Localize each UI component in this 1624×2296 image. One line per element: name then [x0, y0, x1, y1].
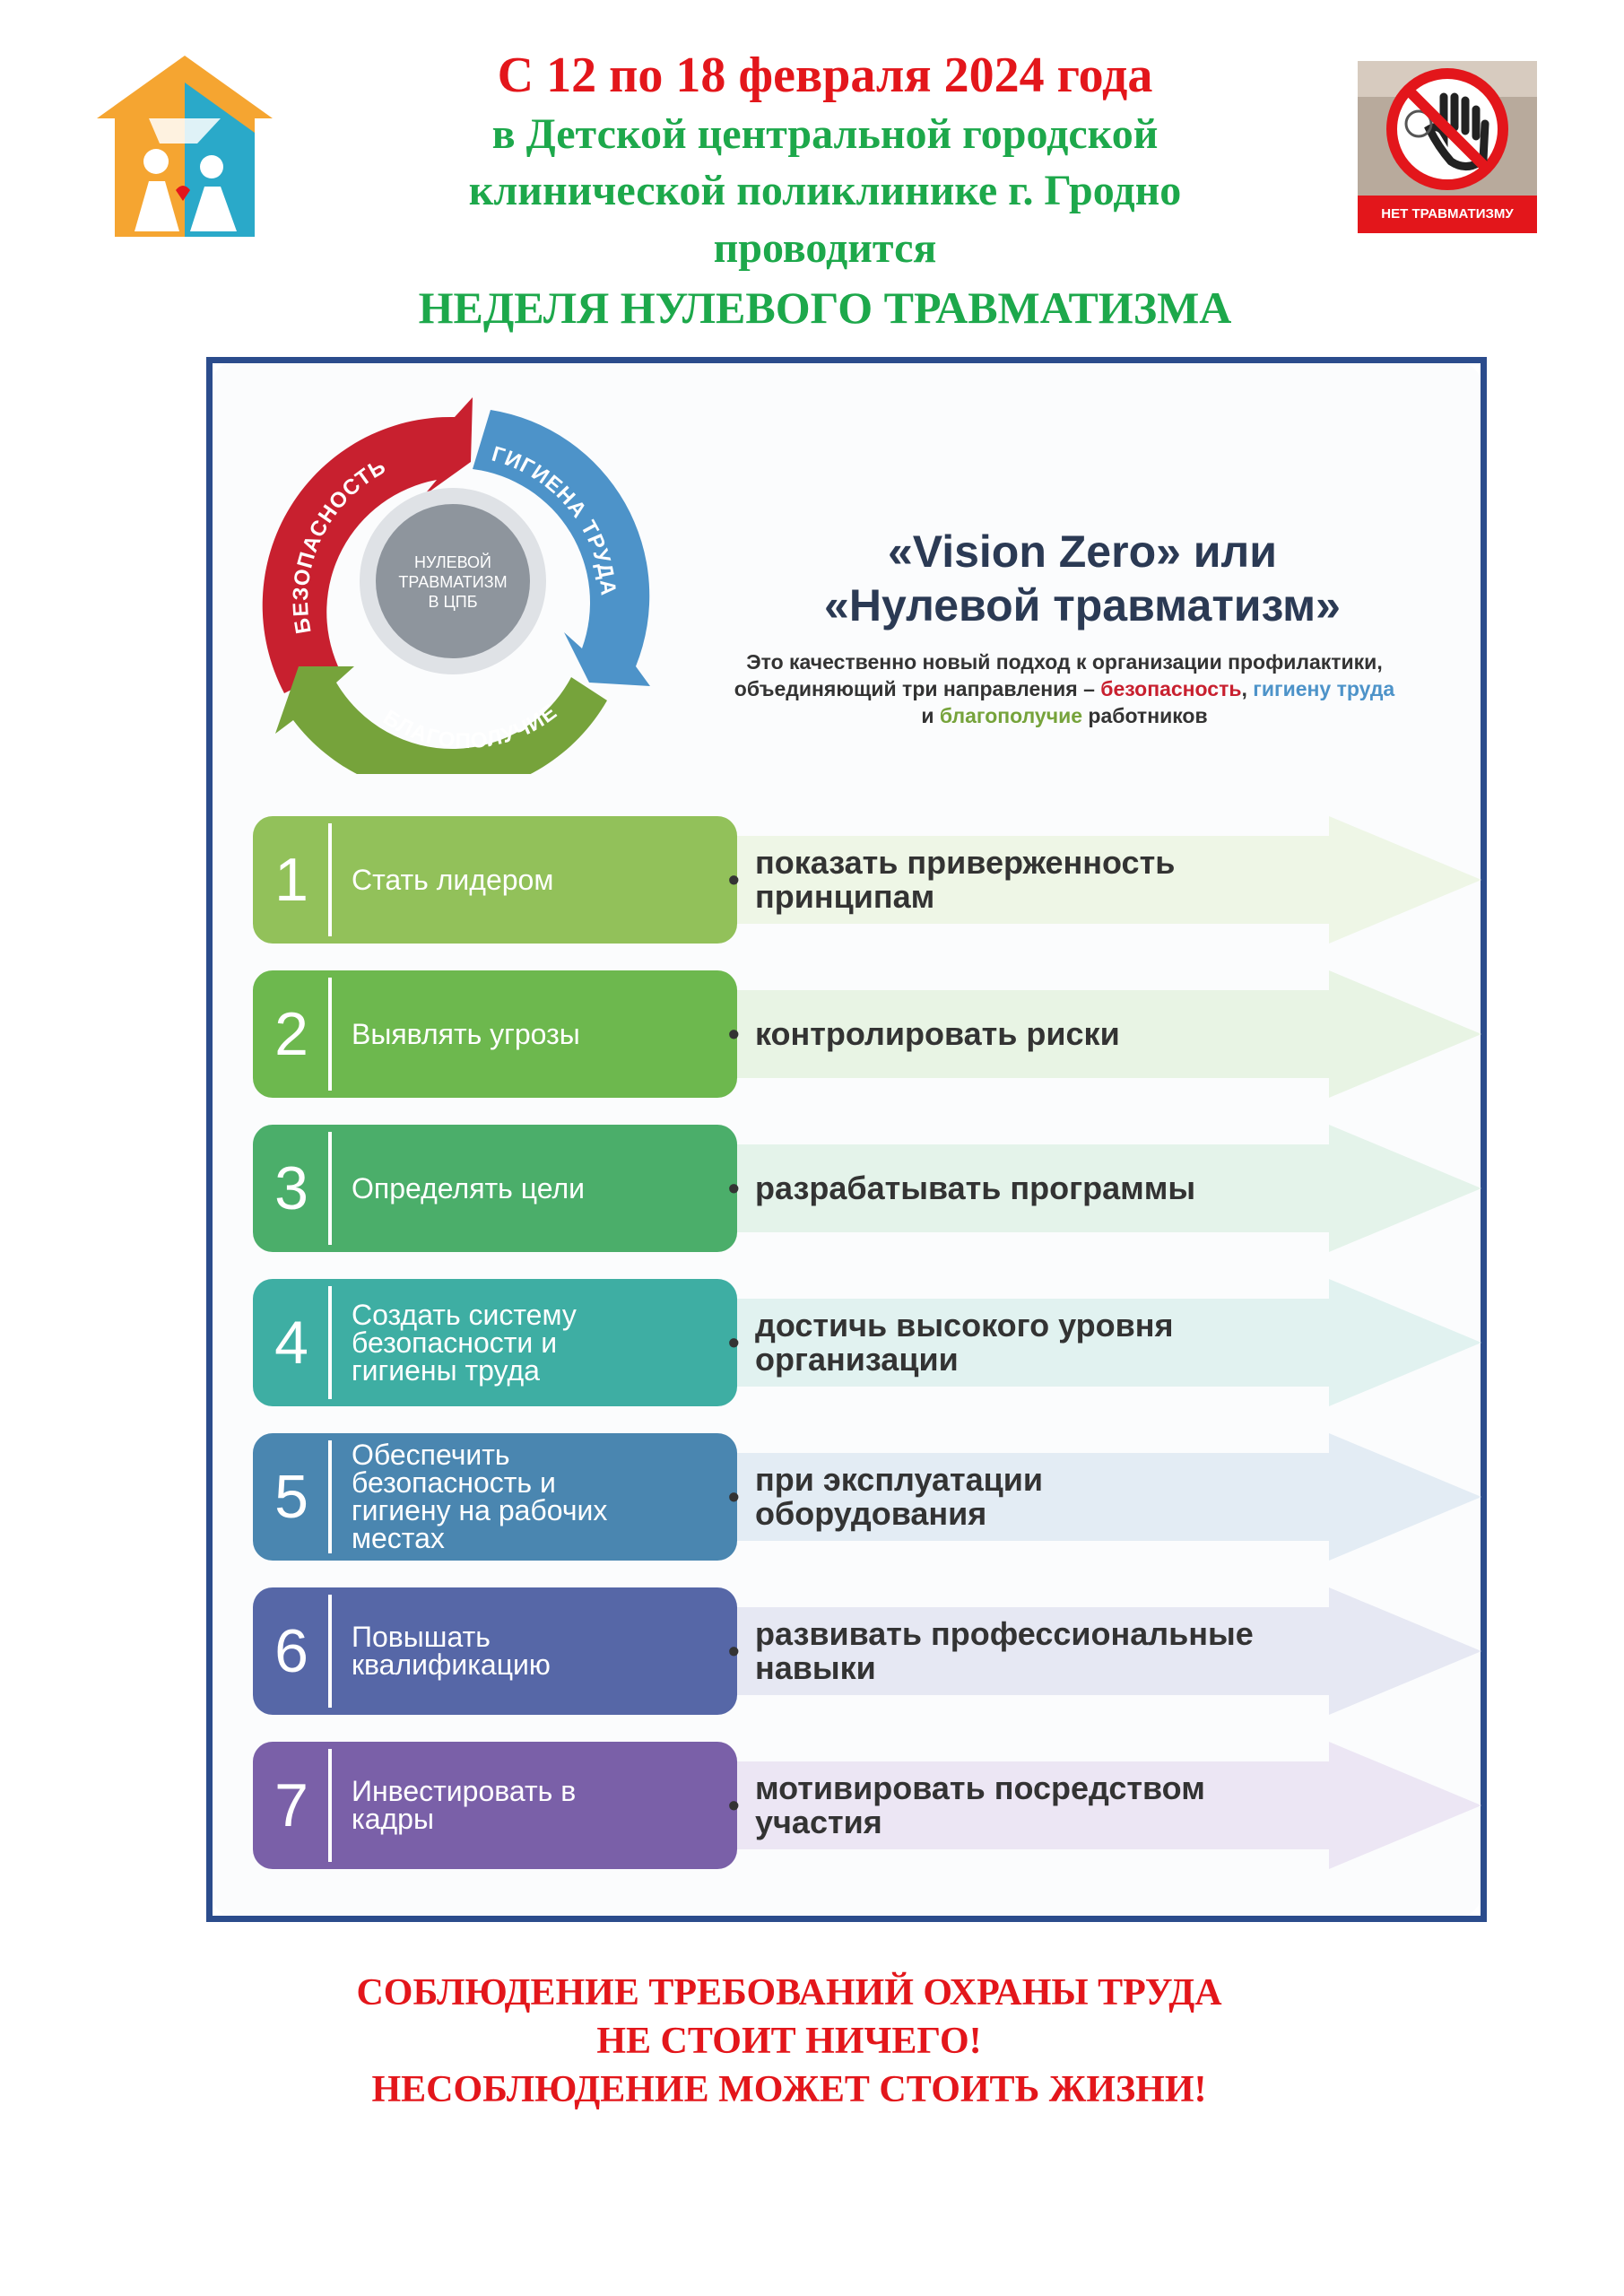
badge-text: НЕТ ТРАВМАТИЗМУ [1381, 206, 1514, 222]
step-row: 1 Стать лидером • показать приверженность п… [253, 816, 1481, 944]
step-number: 4 [274, 1309, 308, 1377]
step-divider [328, 1595, 332, 1708]
wellbeing-segment [275, 666, 607, 774]
vision-zero-title: «Vision Zero» или «Нулевой травматизм» [804, 525, 1360, 632]
center-line-2: ТРАВМАТИЗМ [398, 573, 507, 591]
step-action: • развивать профессиональные навыки [728, 1587, 1428, 1715]
step-action-text: развивать профессиональные навыки [755, 1615, 1254, 1686]
step-action-text: мотивировать посредством участия [755, 1770, 1205, 1840]
step-row: 4 Создать систему безопасности и гигиены … [253, 1279, 1481, 1406]
step-box: 2 Выявлять угрозы [253, 970, 737, 1098]
step-lead: Инвестировать в кадры [352, 1775, 577, 1835]
desc-line-3-end: работников [1082, 704, 1208, 727]
step-arrow [647, 1742, 1481, 1869]
step-number: 7 [274, 1771, 308, 1839]
step-arrow [647, 1125, 1481, 1252]
step-action-text: достичь высокого уровня организации [755, 1307, 1174, 1378]
step-arrow [647, 1433, 1481, 1561]
clinic-logo-icon [97, 56, 273, 237]
step-action: • мотивировать посредством участия [728, 1742, 1428, 1869]
step-number: 5 [274, 1463, 308, 1531]
desc-line-2-text: объединяющий три направления – [734, 677, 1101, 700]
step-action: • показать приверженность принципам [728, 816, 1428, 944]
header-line-4: проводится [713, 224, 937, 272]
step-action-text: контролировать риски [755, 1015, 1120, 1052]
step-arrow [647, 816, 1481, 944]
bullet-icon: • [728, 1170, 740, 1206]
step-action-text: при эксплуатации оборудования [755, 1461, 1044, 1532]
step-row: 5 Обеспечить безопасность и гигиену на ра… [253, 1433, 1481, 1561]
footer-line-2: НЕ СТОИТ НИЧЕГО! [596, 2021, 982, 2062]
step-action-text: показать приверженность принципам [755, 844, 1176, 915]
step-lead: Определять цели [352, 1171, 585, 1205]
bullet-icon: • [728, 1324, 740, 1361]
step-divider [328, 978, 332, 1091]
step-number: 2 [274, 1000, 308, 1068]
event-title: НЕДЕЛЯ НУЛЕВОГО ТРАВМАТИЗМА [418, 283, 1232, 333]
step-divider [328, 1749, 332, 1862]
vision-zero-cycle-diagram: БЕЗОПАСНОСТЬ ГИГИЕНА ТРУДА БЛАГОПОЛУЧИЕ … [262, 397, 650, 774]
vision-title-line-1: «Vision Zero» или [887, 526, 1278, 577]
hygiene-segment [473, 410, 650, 686]
page-header: С 12 по 18 февраля 2024 года в Детской ц… [341, 43, 1309, 339]
bullet-icon: • [728, 1787, 740, 1823]
step-action: • достичь высокого уровня организации [728, 1279, 1428, 1406]
header-line-3: клинической поликлинике г. Гродно [468, 167, 1182, 214]
center-line-1: НУЛЕВОЙ [414, 552, 491, 571]
step-action-text: разрабатывать программы [755, 1170, 1196, 1206]
safety-segment [262, 397, 473, 693]
vision-zero-description: Это качественно новый подход к организац… [616, 648, 1513, 729]
footer-slogan: СОБЛЮДЕНИЕ ТРЕБОВАНИЙ ОХРАНЫ ТРУДА НЕ СТ… [251, 1969, 1327, 2114]
vision-title-line-2: «Нулевой травматизм» [824, 580, 1341, 631]
step-lead: Создать систему безопасности и гигиены т… [352, 1298, 577, 1387]
bullet-icon: • [728, 1632, 740, 1669]
step-divider [328, 1286, 332, 1399]
step-box: 1 Стать лидером [253, 816, 737, 944]
step-box: 7 Инвестировать в кадры [253, 1742, 737, 1869]
center-line-3: В ЦПБ [428, 593, 477, 611]
no-injury-badge: НЕТ ТРАВМАТИЗМУ [1358, 61, 1537, 233]
step-lead: Выявлять угрозы [352, 1017, 580, 1050]
step-lead: Повышать квалификацию [352, 1621, 551, 1681]
desc-line-3: и благополучие работников [616, 702, 1513, 729]
desc-line-3-start: и [921, 704, 940, 727]
step-action: • разрабатывать программы [728, 1125, 1428, 1252]
step-arrow [647, 1279, 1481, 1406]
step-arrow [647, 1587, 1481, 1715]
infographic-panel: БЕЗОПАСНОСТЬ ГИГИЕНА ТРУДА БЛАГОПОЛУЧИЕ … [206, 357, 1487, 1922]
no-hand-icon [1358, 61, 1537, 233]
step-divider [328, 823, 332, 936]
step-row: 2 Выявлять угрозы • контролировать риски [253, 970, 1481, 1098]
step-number: 6 [274, 1617, 308, 1685]
step-row: 6 Повышать квалификацию • развивать професс… [253, 1587, 1481, 1715]
step-lead: Стать лидером [352, 863, 554, 896]
step-box: 6 Повышать квалификацию [253, 1587, 737, 1715]
step-number: 1 [274, 846, 308, 914]
step-row: 7 Инвестировать в кадры • мотивировать поср… [253, 1742, 1481, 1869]
step-number: 3 [274, 1154, 308, 1222]
step-box: 4 Создать систему безопасности и гигиены … [253, 1279, 737, 1406]
header-line-2: в Детской центральной городской [491, 110, 1159, 158]
step-divider [328, 1440, 332, 1553]
bullet-icon: • [728, 1478, 740, 1515]
step-action: • контролировать риски [728, 970, 1428, 1098]
bullet-icon: • [728, 1015, 740, 1052]
step-action: • при эксплуатации оборудования [728, 1433, 1428, 1561]
step-box: 5 Обеспечить безопасность и гигиену на ра… [253, 1433, 737, 1561]
step-row: 3 Определять цели • разрабатывать программы [253, 1125, 1481, 1252]
desc-hygiene-word: гигиену труда [1253, 677, 1395, 700]
desc-separator: , [1241, 677, 1254, 700]
desc-safety-word: безопасность [1100, 677, 1242, 700]
step-lead: Обеспечить безопасность и гигиену на раб… [352, 1439, 608, 1554]
desc-line-1: Это качественно новый подход к организац… [746, 650, 1383, 674]
footer-line-1: СОБЛЮДЕНИЕ ТРЕБОВАНИЙ ОХРАНЫ ТРУДА [356, 1972, 1222, 2013]
step-divider [328, 1132, 332, 1245]
step-box: 3 Определять цели [253, 1125, 737, 1252]
event-dates: С 12 по 18 февраля 2024 года [497, 48, 1153, 103]
footer-line-3: НЕСОБЛЮДЕНИЕ МОЖЕТ СТОИТЬ ЖИЗНИ! [371, 2069, 1207, 2110]
desc-wellbeing-word: благополучие [939, 704, 1083, 727]
desc-line-2: объединяющий три направления – безопасно… [616, 675, 1513, 702]
step-arrow [647, 970, 1481, 1098]
bullet-icon: • [728, 861, 740, 898]
